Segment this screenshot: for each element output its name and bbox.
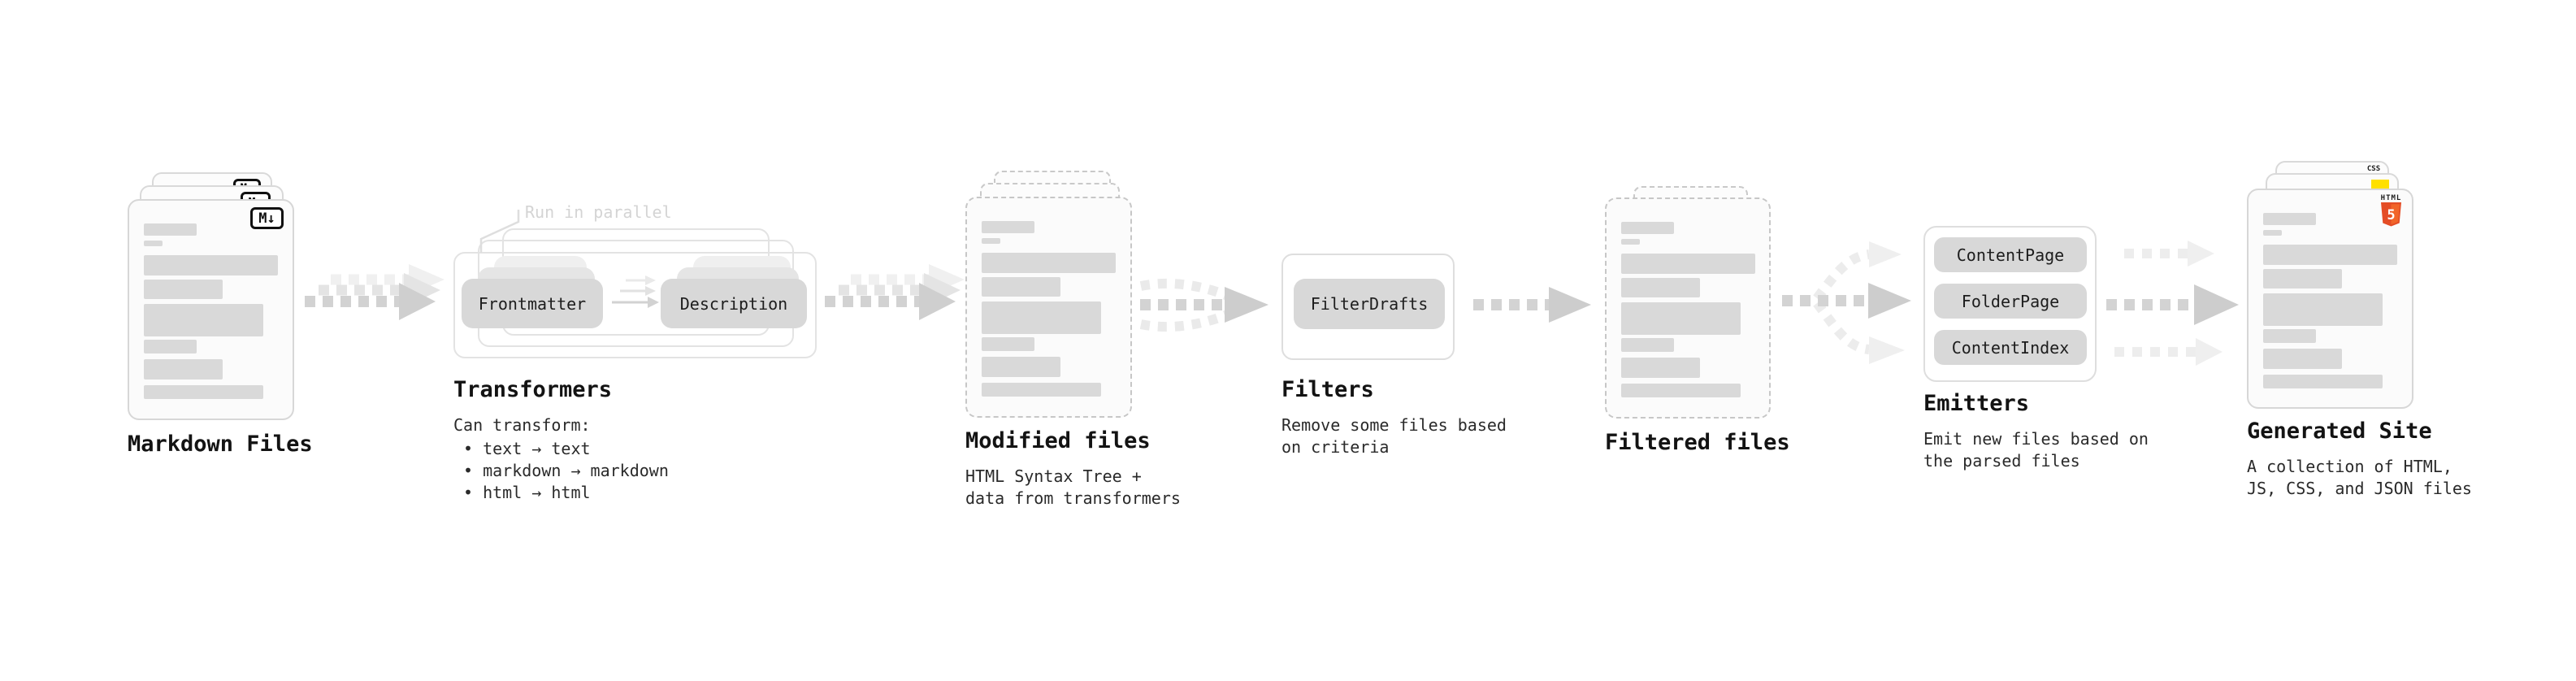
folderpage-pill: FolderPage [1934, 284, 2087, 319]
transformer-box-front [453, 252, 817, 358]
filtered-files-heading: Filtered files [1605, 430, 1790, 455]
markdown-file-card: M↓ [128, 199, 294, 420]
emitters-desc: Emit new files based on [1923, 429, 2149, 449]
markdown-icon: M↓ [250, 207, 284, 229]
document-skeleton [2249, 190, 2412, 407]
emitters-desc: the parsed files [1923, 451, 2080, 471]
document-skeleton [967, 198, 1130, 416]
filters-heading: Filters [1281, 377, 1374, 402]
arrow-filters-to-filtered [1473, 287, 1591, 323]
run-in-parallel-note: Run in parallel [525, 202, 672, 222]
arrow-markdown-to-transformers [305, 264, 445, 320]
html5-icon: HTML 5 [2380, 194, 2402, 227]
document-skeleton [1607, 199, 1769, 417]
filters-desc: Remove some files based [1281, 415, 1507, 435]
markdown-files-heading: Markdown Files [128, 432, 313, 457]
modified-files-desc: HTML Syntax Tree + [965, 466, 1142, 486]
emitters-heading: Emitters [1923, 391, 2030, 416]
arrow-transformers-to-modified [825, 264, 965, 320]
description-pill: Description [661, 279, 807, 328]
frontmatter-pill: Frontmatter [462, 279, 603, 328]
modified-file-card [965, 197, 1132, 418]
modified-files-desc: data from transformers [965, 488, 1181, 508]
document-skeleton [129, 201, 293, 419]
contentpage-pill: ContentPage [1934, 237, 2087, 272]
filters-desc: on criteria [1281, 437, 1390, 457]
arrow-emitters-to-generated [2106, 241, 2239, 366]
modified-files-heading: Modified files [965, 428, 1151, 453]
generated-site-desc: JS, CSS, and JSON files [2247, 479, 2472, 498]
js-icon [2371, 180, 2389, 189]
generated-file-card: HTML 5 [2247, 189, 2413, 409]
transformers-bullet: • text → text [463, 439, 591, 458]
transformers-bullet: • markdown → markdown [463, 461, 669, 480]
filterdrafts-pill: FilterDrafts [1294, 279, 1445, 329]
arrow-filtered-to-emitters [1782, 241, 1911, 364]
svg-text:5: 5 [2387, 207, 2395, 223]
transformers-heading: Transformers [453, 377, 613, 402]
arrow-modified-to-filters [1139, 278, 1268, 332]
transformers-desc-title: Can transform: [453, 415, 591, 435]
filtered-file-card [1605, 197, 1771, 419]
contentindex-pill: ContentIndex [1934, 330, 2087, 365]
generated-site-heading: Generated Site [2247, 419, 2432, 444]
transformers-bullet: • html → html [463, 483, 591, 502]
generated-site-desc: A collection of HTML, [2247, 457, 2452, 476]
